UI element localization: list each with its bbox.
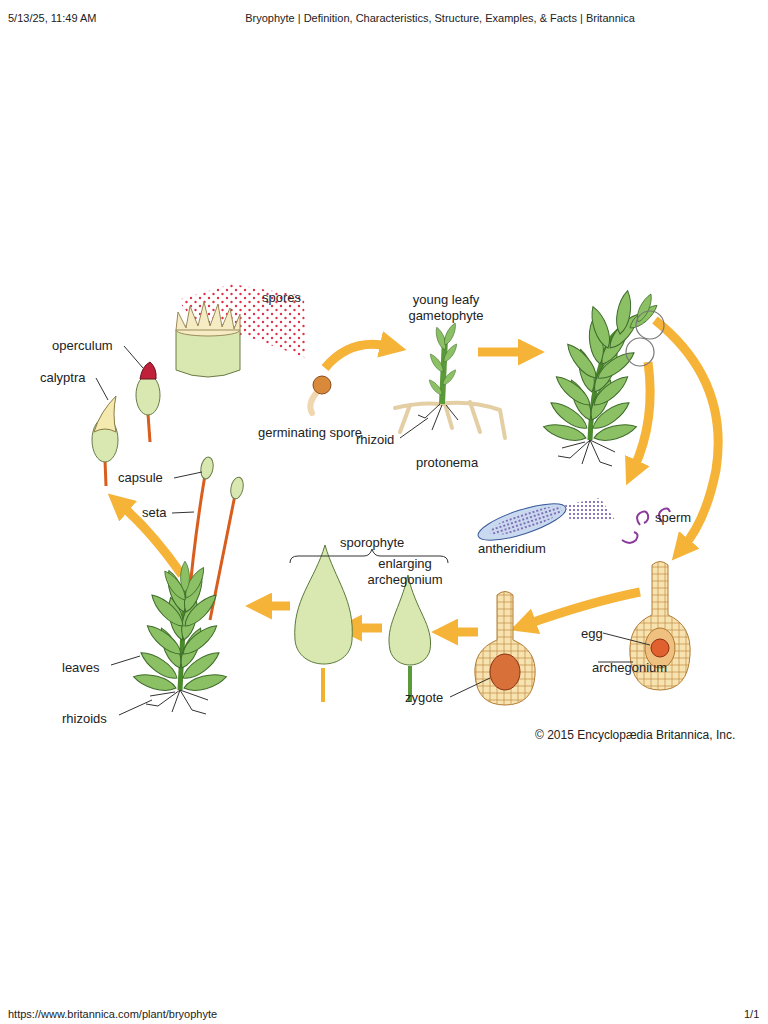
open-capsule <box>176 284 306 377</box>
seta-stalk <box>105 460 106 486</box>
leaf <box>441 368 458 387</box>
young-sporophyte <box>295 545 353 702</box>
archegonium-wall <box>475 592 535 706</box>
cycle-arrows <box>122 320 718 632</box>
part-label: protonema <box>416 455 478 471</box>
cycle-arrow <box>264 602 290 611</box>
part-label: capsule <box>118 470 163 486</box>
operculum-lid <box>140 362 156 379</box>
part-label: egg <box>581 626 603 642</box>
leaf <box>427 378 444 397</box>
rhizoid-lines <box>146 690 208 714</box>
cycle-arrow <box>478 348 526 357</box>
part-label: calyptra <box>40 370 86 386</box>
capsule-with-calyptra <box>92 396 118 486</box>
page-number: 1/1 <box>744 1006 759 1022</box>
print-title: Bryophyte | Definition, Characteristics,… <box>190 10 690 26</box>
peristome-teeth <box>176 302 240 330</box>
part-label: spores <box>262 290 301 306</box>
sperm-cell <box>622 532 638 543</box>
leader-line <box>450 678 490 697</box>
leader-line <box>400 418 428 438</box>
archegonium-organ <box>475 592 535 706</box>
protonema-filament <box>395 402 505 438</box>
seta-stalk <box>148 414 150 442</box>
sperm-cell <box>637 511 648 525</box>
part-label: sperm <box>655 510 691 526</box>
part-label: seta <box>142 505 167 521</box>
stage-label: young leafy gametophyte <box>391 292 501 324</box>
young-gametophyte <box>395 322 505 438</box>
spore-body <box>313 376 331 394</box>
rhizoid-lines <box>558 440 615 466</box>
leader-line <box>603 633 650 645</box>
zygote-cell <box>490 654 520 690</box>
antheridium-organ <box>475 496 570 547</box>
cycle-arrow <box>325 344 388 368</box>
leader-line <box>172 512 194 513</box>
leafy-gametophyte <box>542 290 660 466</box>
cycle-arrow <box>528 592 640 624</box>
part-label: archegonium <box>592 660 667 676</box>
leaf <box>442 322 459 347</box>
sperm-mass <box>487 501 564 540</box>
part-label: operculum <box>52 338 113 354</box>
capsule-body <box>136 375 160 415</box>
cycle-arrow <box>122 506 182 575</box>
part-label: leaves <box>62 660 100 676</box>
antheridium-wall <box>475 496 570 547</box>
leader-line <box>124 346 143 368</box>
cycle-arrow <box>655 320 718 546</box>
cycle-arrow <box>354 624 382 633</box>
egg-cell <box>651 639 669 657</box>
capsule-body <box>229 476 245 500</box>
leaf <box>428 352 446 374</box>
leaf <box>181 561 190 592</box>
cycle-arrow <box>450 628 478 637</box>
apex-highlight <box>636 311 664 339</box>
part-label: zygote <box>405 690 443 706</box>
copyright-note: © 2015 Encyclopædia Britannica, Inc. <box>535 727 735 743</box>
print-date: 5/13/25, 11:49 AM <box>8 10 96 26</box>
part-label: rhizoids <box>62 711 107 727</box>
part-label: rhizoid <box>356 432 394 448</box>
capsule-body <box>199 456 215 480</box>
leader-lines <box>96 346 650 715</box>
apex-highlight <box>626 338 654 366</box>
calyptra-cap <box>94 396 116 432</box>
enlarging-archegonium <box>389 575 431 702</box>
print-url: https://www.britannica.com/plant/bryophy… <box>8 1006 217 1022</box>
cycle-arrow <box>634 362 650 468</box>
sporophyte-body <box>295 545 353 664</box>
leader-line <box>119 700 152 715</box>
leader-line <box>111 656 140 665</box>
gametophyte-with-sporophytes <box>132 456 245 714</box>
archegonium-body <box>389 575 431 665</box>
stage-label: germinating spore <box>255 425 365 441</box>
archegonium-cells <box>475 592 535 706</box>
stalk <box>321 668 325 702</box>
part-label: antheridium <box>478 541 546 557</box>
sperm-spray <box>565 498 615 520</box>
rhizoid-lines <box>418 404 458 430</box>
germinating-spore <box>310 376 331 413</box>
germ-tube <box>310 392 317 413</box>
stage-label: enlarging archegonium <box>350 556 460 588</box>
capsule-body <box>176 330 240 377</box>
stage-label: sporophyte <box>340 535 404 551</box>
leader-line <box>96 378 108 400</box>
leader-line <box>174 472 202 478</box>
capsule-with-operculum <box>136 362 160 442</box>
